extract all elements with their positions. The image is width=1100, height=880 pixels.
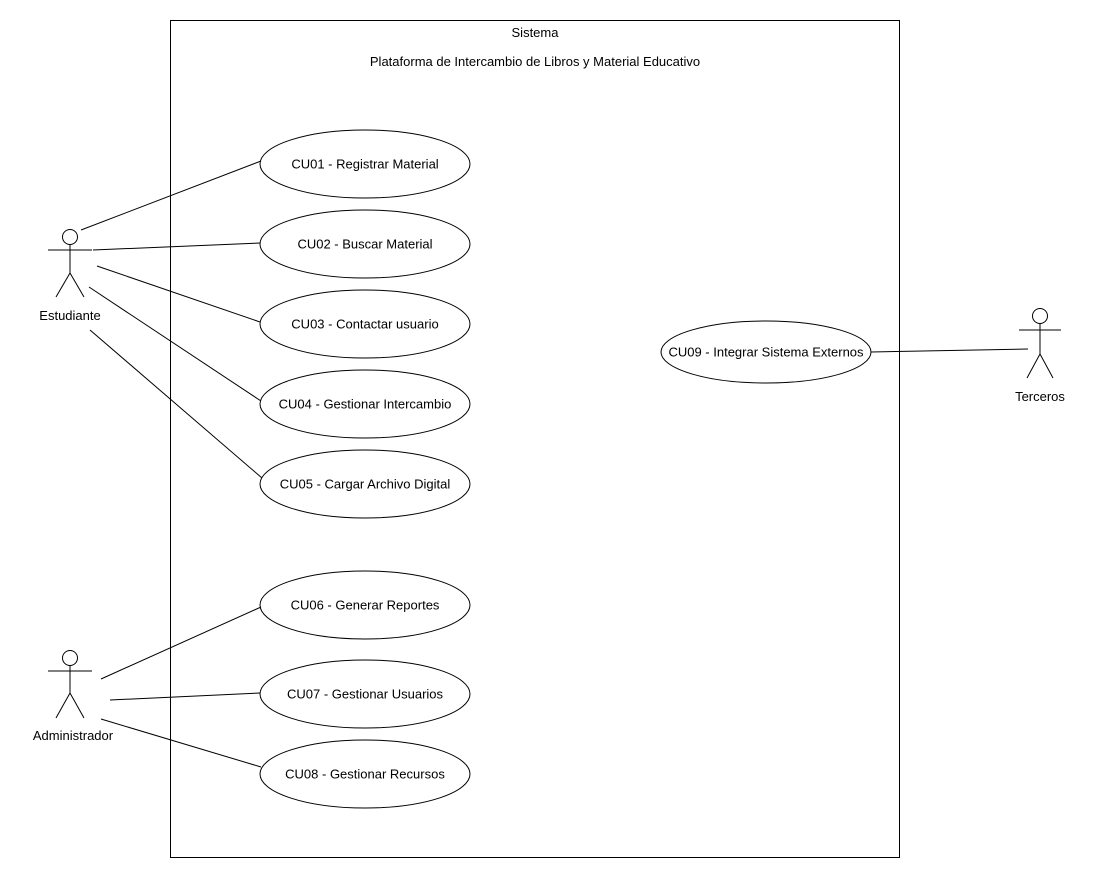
use-case-cu05-ellipse — [259, 449, 471, 519]
system-subtitle: Plataforma de Intercambio de Libros y Ma… — [370, 54, 700, 69]
association-estudiante-cu05 — [89, 329, 263, 479]
use-case-cu08-ellipse — [259, 739, 471, 809]
use-case-cu04-ellipse — [259, 369, 471, 439]
association-estudiante-cu03 — [96, 265, 261, 323]
system-title: Sistema — [512, 25, 560, 40]
use-case-cu01: CU01 - Registrar Material — [259, 129, 471, 199]
use-case-cu07: CU07 - Gestionar Usuarios — [259, 659, 471, 729]
use-case-cu02-ellipse — [259, 209, 471, 279]
use-case-cu03: CU03 - Contactar usuario — [259, 289, 471, 359]
use-case-cu04-label: CU04 - Gestionar Intercambio — [279, 397, 452, 412]
use-case-cu07-label: CU07 - Gestionar Usuarios — [287, 687, 444, 702]
use-case-cu01-ellipse — [259, 129, 471, 199]
actor-terceros-label: Terceros — [1015, 389, 1065, 404]
system-boundary — [170, 20, 900, 858]
use-case-cu02-label: CU02 - Buscar Material — [297, 237, 432, 252]
actor-administrador-label: Administrador — [33, 728, 114, 743]
actor-estudiante-left-leg — [55, 272, 71, 298]
association-estudiante-cu01 — [80, 160, 262, 231]
use-case-cu08: CU08 - Gestionar Recursos — [259, 739, 471, 809]
use-case-cu02: CU02 - Buscar Material — [259, 209, 471, 279]
use-case-cu09-ellipse — [660, 320, 872, 384]
use-case-cu06: CU06 - Generar Reportes — [259, 570, 471, 640]
use-case-cu07-ellipse — [259, 659, 471, 729]
use-case-cu08-label: CU08 - Gestionar Recursos — [285, 767, 445, 782]
actor-estudiante-label: Estudiante — [39, 308, 100, 323]
association-administrador-cu08 — [100, 718, 262, 768]
use-case-cu03-ellipse — [259, 289, 471, 359]
association-estudiante-cu04 — [88, 286, 262, 402]
actor-administrador-left-leg — [55, 692, 71, 719]
actor-terceros-right-leg — [1039, 353, 1054, 379]
actor-terceros-head — [1032, 308, 1048, 324]
association-administrador-cu06 — [100, 606, 262, 680]
use-case-cu04: CU04 - Gestionar Intercambio — [259, 369, 471, 439]
actor-administrador-head — [62, 650, 78, 666]
actor-administrador-right-leg — [69, 692, 85, 719]
use-case-cu06-ellipse — [259, 570, 471, 640]
use-case-cu09-label: CU09 - Integrar Sistema Externos — [668, 345, 864, 360]
actor-estudiante-head — [62, 229, 78, 245]
use-case-cu09: CU09 - Integrar Sistema Externos — [660, 320, 872, 384]
actor-administrador: Administrador — [33, 650, 114, 743]
association-estudiante-cu02 — [92, 242, 261, 251]
use-case-cu05: CU05 - Cargar Archivo Digital — [259, 449, 471, 519]
use-case-cu05-label: CU05 - Cargar Archivo Digital — [280, 477, 451, 492]
actor-estudiante: Estudiante — [39, 229, 101, 323]
actor-terceros-left-leg — [1026, 353, 1041, 379]
use-case-cu06-label: CU06 - Generar Reportes — [291, 598, 440, 613]
use-case-cu03-label: CU03 - Contactar usuario — [291, 317, 438, 332]
actor-terceros: Terceros — [1015, 308, 1065, 404]
use-case-cu01-label: CU01 - Registrar Material — [291, 157, 438, 172]
association-administrador-cu07 — [109, 692, 261, 701]
actor-estudiante-right-leg — [69, 272, 85, 298]
association-terceros-cu09 — [870, 348, 1029, 353]
